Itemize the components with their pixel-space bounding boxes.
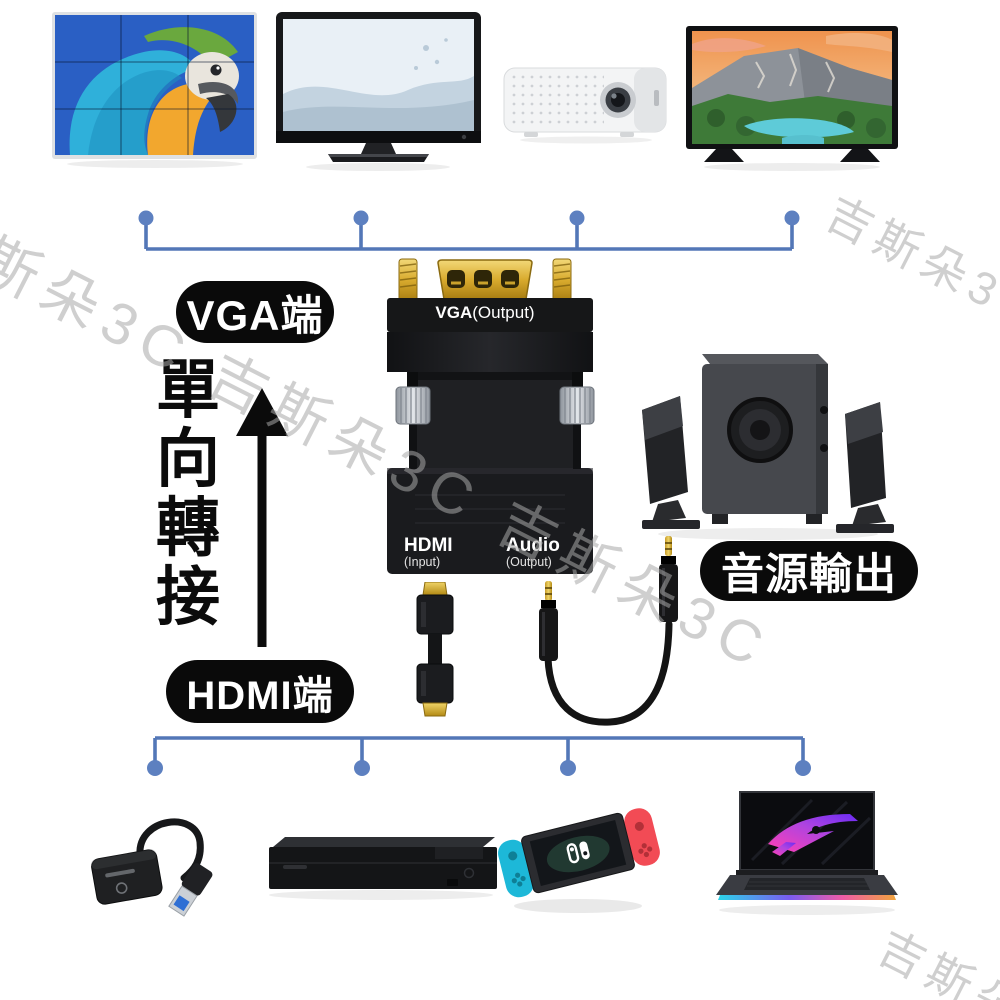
hdmi-to-vga-adapter (387, 258, 595, 574)
watermark-bottom-right: 吉斯朵3C (869, 920, 1000, 1000)
up-arrow-icon (236, 388, 288, 647)
thumbscrew-left (395, 372, 431, 469)
vga-side-label: VGA端 (176, 281, 334, 343)
hdmi-port-bold: HDMI (404, 535, 453, 556)
video-wall-icon (52, 12, 257, 168)
bluray-player-icon (269, 837, 497, 900)
source-bracket-connector (147, 736, 811, 776)
satellite-speaker-left (642, 396, 700, 529)
thumbscrew-right (559, 372, 595, 469)
rog-logo (768, 814, 858, 856)
vga-output-port-label: VGA(Output) (395, 304, 575, 322)
vga-screw-posts (398, 258, 572, 302)
subwoofer (702, 354, 828, 524)
satellite-speaker-right (836, 402, 894, 533)
audio-jack-right (659, 536, 678, 622)
direction-char-2: 向 (156, 423, 220, 495)
gaming-laptop-icon (716, 791, 898, 915)
hdmi-port-paren: (Input) (404, 554, 441, 569)
vga-side-text: VGA端 (186, 291, 324, 339)
switch-logo (566, 841, 590, 864)
output-bracket-connector (138, 210, 800, 251)
one-way-conversion-label: 單 向 轉 接 (148, 356, 228, 632)
usb-plug (168, 863, 213, 917)
landscape-tv-icon (686, 26, 898, 171)
direction-char-4: 接 (156, 561, 220, 633)
direction-char-1: 單 (156, 354, 220, 426)
vga-port-paren: (Output) (472, 303, 535, 322)
nintendo-switch-icon (498, 808, 660, 913)
direction-char-3: 轉 (156, 492, 220, 564)
audio-output-label: 音源輸出 (700, 541, 918, 601)
vga-connector (437, 259, 533, 300)
hdmi-side-label: HDMI端 (166, 660, 354, 723)
audio-cable-icon (539, 536, 678, 726)
audio-jack-left (539, 581, 558, 661)
hdmi-coupler-icon (416, 582, 454, 717)
watermark-top-right: 吉斯朵3C 吉 (817, 186, 1000, 372)
vga-port-bold: VGA (435, 303, 473, 322)
hdmi-side-text: HDMI端 (186, 673, 334, 718)
speaker-set-icon (642, 354, 894, 540)
audio-output-port-label: Audio (Output) (506, 536, 560, 569)
audio-port-bold: Audio (506, 535, 560, 556)
tv-monitor-icon (276, 12, 481, 171)
hdmi-input-port-label: HDMI (Input) (404, 536, 453, 569)
audio-output-text: 音源輸出 (721, 551, 897, 599)
audio-port-paren: (Output) (506, 554, 552, 569)
usb-hdmi-converter-icon (91, 818, 213, 917)
projector-icon (503, 67, 667, 144)
